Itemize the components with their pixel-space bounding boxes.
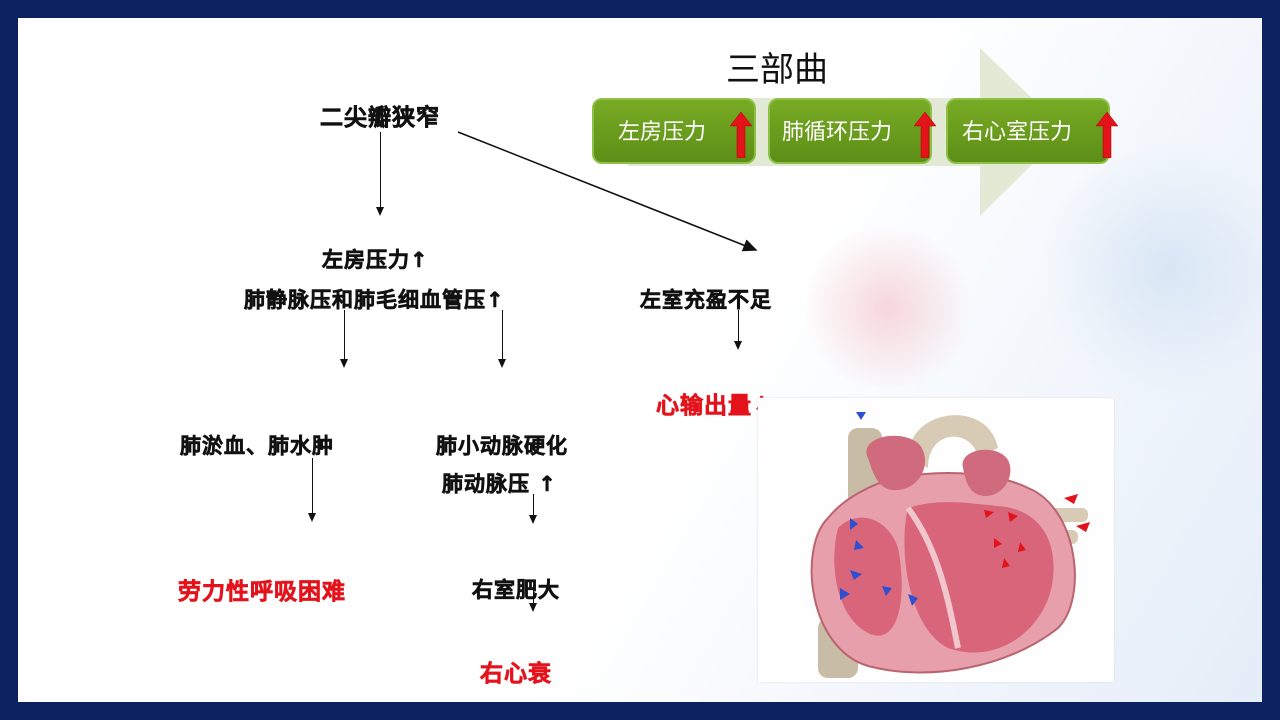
arrow-down	[307, 458, 316, 522]
arrow-down	[528, 584, 537, 612]
node-la-pressure: 左房压力↑	[322, 248, 429, 273]
node-rv-hypertrophy: 右室肥大	[472, 578, 560, 603]
heart-illustration	[758, 398, 1114, 682]
up-arrow-icon	[730, 112, 752, 158]
slide: 二尖瓣狭窄 左房压力↑ 肺静脉压和肺毛细血管压↑ 左室充盈不足 心输出量↓ 肺淤…	[18, 18, 1262, 702]
diagram-connectors	[457, 131, 758, 252]
node-arteriole-sclerosis: 肺小动脉硬化	[436, 434, 568, 459]
step-label: 右心室压力	[962, 120, 1073, 145]
diagonal-arrow	[457, 131, 758, 252]
step-label: 左房压力	[618, 120, 707, 145]
node-lv-filling: 左室充盈不足	[640, 288, 772, 313]
step-label: 肺循环压力	[782, 120, 893, 145]
arrow-down	[339, 310, 348, 368]
step-rv-pressure: 右心室压力	[946, 98, 1118, 164]
up-arrow-icon	[1096, 112, 1118, 158]
node-congestion: 肺淤血、肺水肿	[180, 434, 334, 459]
heart-anatomy-icon	[810, 412, 1090, 678]
background-glow	[798, 228, 978, 388]
background-glow	[1038, 138, 1262, 398]
up-arrow-icon	[914, 112, 936, 158]
arrow-down	[528, 494, 537, 524]
node-pulmonary-pressure: 肺静脉压和肺毛细血管压↑	[244, 288, 505, 313]
arrow-down	[497, 310, 506, 368]
node-mitral-stenosis: 二尖瓣狭窄	[320, 105, 440, 132]
step-la-pressure: 左房压力	[592, 98, 756, 164]
node-rv-failure: 右心衰	[480, 661, 552, 688]
node-dyspnea: 劳力性呼吸困难	[178, 579, 346, 606]
arrow-down	[733, 310, 742, 350]
node-cardiac-output: 心输出量↓	[656, 393, 773, 420]
step-pulmonary-pressure: 肺循环压力	[768, 98, 936, 164]
node-pa-pressure: 肺动脉压 ↑	[442, 472, 557, 497]
arrow-down	[375, 132, 384, 216]
triple-title: 三部曲	[726, 50, 828, 90]
